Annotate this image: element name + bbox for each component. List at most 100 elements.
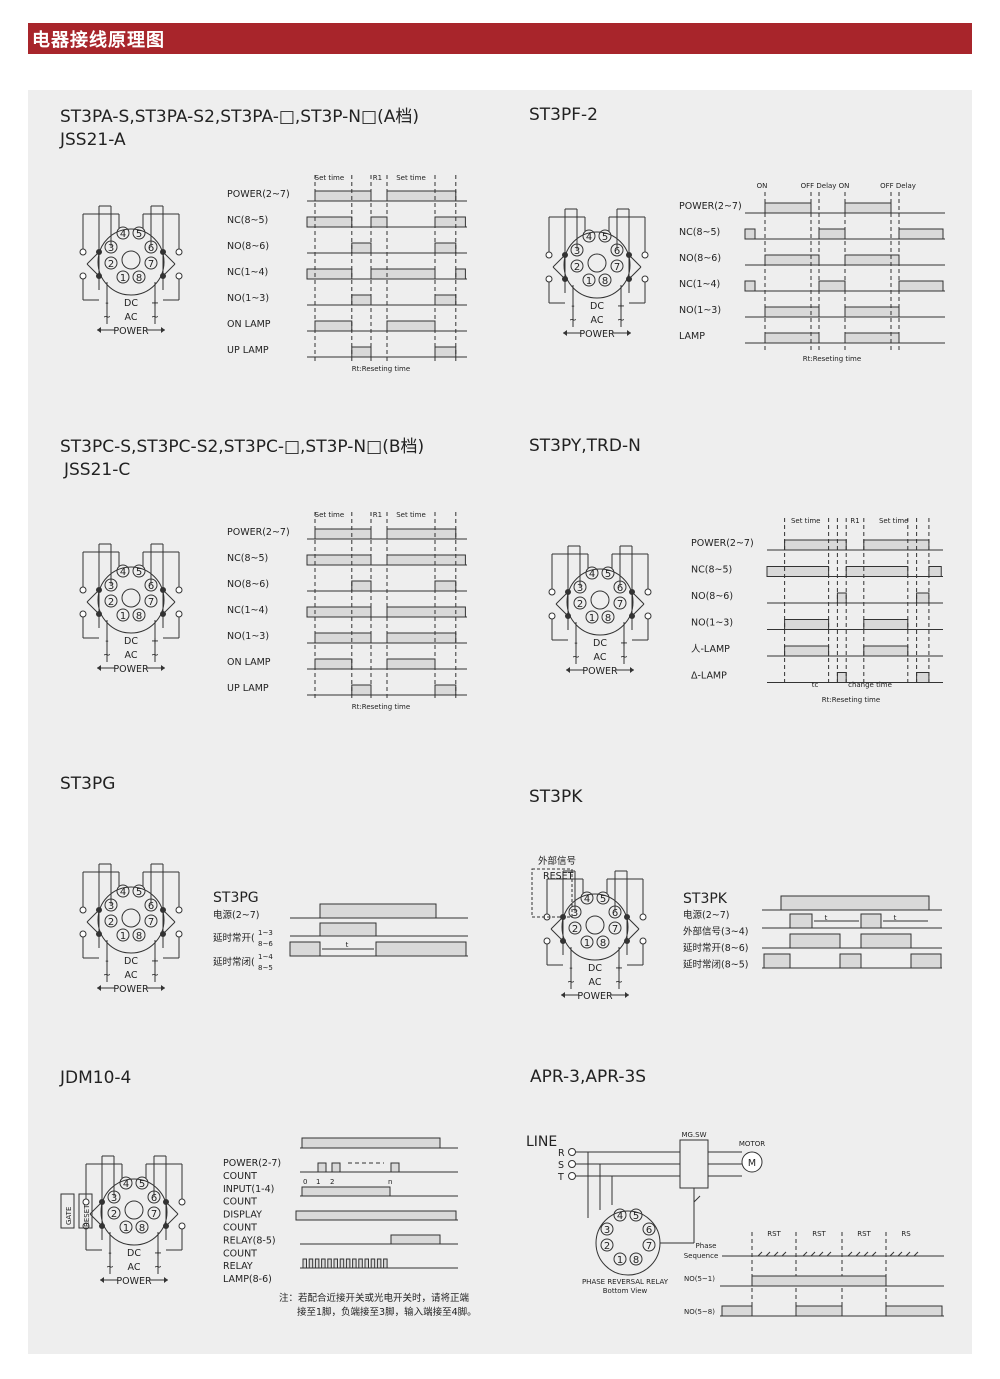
wire-line [855, 1251, 861, 1257]
timing-pulse [375, 941, 467, 957]
socket-pin [596, 891, 610, 905]
pin-number: 3 [108, 581, 114, 592]
off-delay-label: OFF Delay [880, 182, 916, 190]
set-time-label: Set time [315, 511, 345, 519]
ac-tilde: ~ [103, 650, 111, 661]
socket-key [585, 915, 605, 935]
socket-pin [116, 564, 130, 578]
pin-number: 2 [577, 599, 583, 610]
arrow-icon [630, 667, 634, 673]
timing-pulse [818, 228, 846, 240]
timing-pulse [390, 1162, 400, 1173]
wire-line [633, 593, 645, 605]
reset-label: RESET [83, 1204, 91, 1227]
phase-label-2: Sequence [684, 1252, 719, 1260]
section-title: ST3PK [529, 787, 583, 807]
ac-tilde: ~ [103, 312, 111, 323]
r1-label: R1 [373, 511, 382, 519]
timing-pulse [345, 1258, 351, 1269]
reset-time-note: Rt:Reseting time [352, 365, 410, 373]
timing-pulse [301, 1186, 391, 1197]
signal-label: RELAY [223, 1261, 253, 1272]
signal-label: 外部信号(3~4) [683, 926, 748, 938]
wire-line [802, 1251, 808, 1257]
no51-label: NO(5~1) [684, 1275, 715, 1283]
wire-line [693, 1195, 701, 1203]
timing-pulse [764, 332, 820, 344]
timing-pulse [314, 528, 372, 540]
tc-label: tc [812, 681, 819, 689]
signal-label: UP LAMP [227, 345, 269, 356]
socket-pin [600, 1222, 614, 1236]
pin-number: 7 [148, 597, 154, 608]
rst-label: RST [767, 1230, 781, 1238]
socket-pin [610, 259, 624, 273]
timing-pulse [916, 672, 930, 683]
terminal [160, 249, 166, 255]
terminal [548, 588, 556, 596]
terminal [641, 251, 649, 259]
pin-number: 5 [633, 1211, 639, 1222]
terminal [624, 938, 630, 944]
timing-pulse [351, 684, 372, 696]
arrow-icon [566, 667, 570, 673]
timing-pulse [434, 216, 466, 228]
wire-line [810, 1251, 816, 1257]
signal-label: 电源(2~7) [683, 909, 729, 921]
timing-pulse [863, 539, 930, 551]
terminal [160, 611, 166, 617]
signal-label: LAMP [679, 331, 705, 342]
ac-tilde: ~ [151, 312, 159, 323]
wire-line [818, 1251, 824, 1257]
socket-pin [573, 596, 587, 610]
timing-pulse [386, 658, 436, 670]
timing-pulse [860, 933, 912, 949]
socket-pin [144, 594, 158, 608]
external-signal-label: 外部信号 [538, 855, 576, 867]
note-line-2: 接至1脚，负端接至3脚，输入端接至4脚。 [297, 1306, 477, 1318]
wire-line [765, 1251, 771, 1257]
socket-pin [582, 273, 596, 287]
set-time-label: Set time [396, 174, 426, 182]
header-title: 电器接线原理图 [32, 30, 165, 51]
timing-pulse [376, 1258, 382, 1269]
wire-line [630, 266, 642, 278]
pin-number: 6 [614, 246, 620, 257]
pin-number: 4 [617, 1211, 623, 1222]
polarity-plus: + [615, 963, 623, 974]
terminal [543, 937, 551, 945]
pin-number: 7 [617, 599, 623, 610]
terminal [96, 611, 102, 617]
diagram-st3pa: ST3PA-S,ST3PA-S2,ST3PA-□,ST3P-N□(A档)JSS2… [59, 107, 467, 373]
polarity-minus: - [569, 963, 572, 974]
socket-pin [570, 259, 584, 273]
timing-pulse [319, 922, 377, 937]
timing-pulse [327, 1258, 332, 1269]
terminal [175, 906, 183, 914]
pin-number: 2 [108, 917, 114, 928]
ac-label: AC [591, 315, 604, 326]
terminal [639, 913, 647, 921]
terminal [96, 249, 102, 255]
pin-number: 2 [604, 1241, 610, 1252]
terminal [626, 252, 632, 258]
motor-icon [741, 1151, 763, 1173]
ac-tilde: ~ [572, 652, 580, 663]
socket-pin [132, 928, 146, 942]
terminal [178, 1198, 186, 1206]
phase-letter: R [558, 1148, 565, 1159]
wire-line [86, 911, 98, 923]
set-time-label: Set time [396, 511, 426, 519]
polarity-minus: - [574, 638, 577, 649]
ac-tilde: ~ [567, 977, 575, 988]
socket-pin [132, 884, 146, 898]
pin-number: 3 [111, 1193, 117, 1204]
pin-number: 2 [108, 259, 114, 270]
terminal [99, 1223, 105, 1229]
signal-label: NO(8~6) [679, 253, 721, 264]
wire-line [913, 1251, 919, 1257]
relay-socket [100, 1178, 168, 1246]
pin-number: 3 [577, 583, 583, 594]
pin-number: 2 [111, 1209, 117, 1220]
